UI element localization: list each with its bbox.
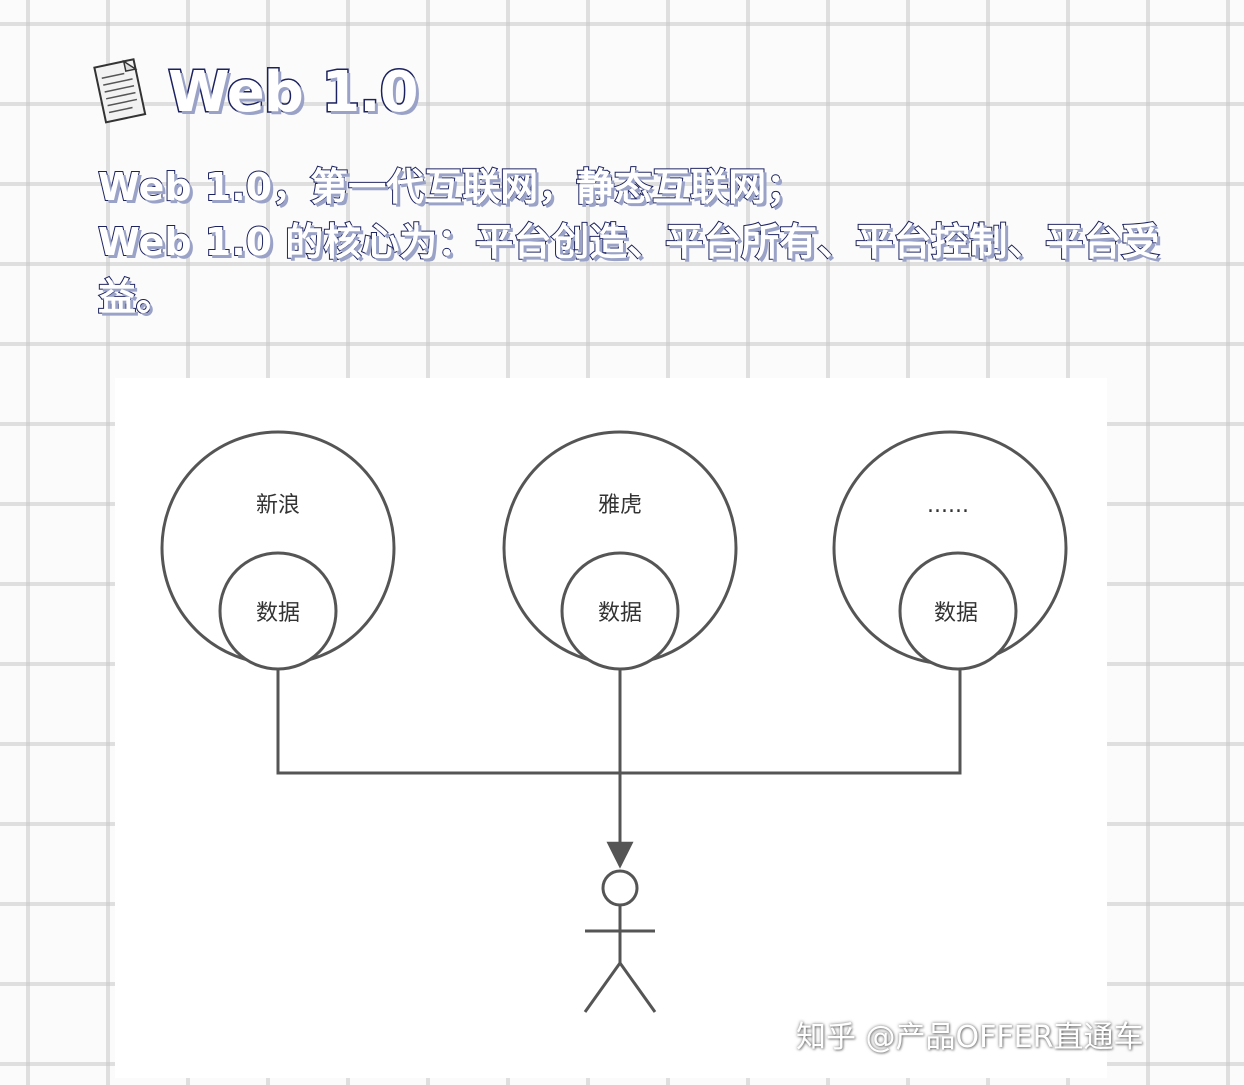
data-label: 数据 (256, 601, 300, 626)
stick-figure-user-icon (583, 869, 657, 1013)
data-circle (898, 551, 1018, 671)
intro-line-2: Web 1.0 的核心为：平台创造、平台所有、平台控制、平台受益。 (97, 219, 1160, 320)
header: Web 1.0 (84, 52, 421, 132)
platform-label: ...... (927, 493, 969, 518)
platform-node: ...... 数据 (832, 430, 1068, 671)
page-title: Web 1.0 (167, 58, 421, 126)
platform-node: 雅虎 数据 (502, 430, 738, 671)
data-label: 数据 (934, 601, 978, 626)
document-icon (93, 58, 147, 124)
web1-diagram: 新浪 数据 雅虎 数据 ...... 数据 (160, 430, 1068, 1013)
platform-node: 新浪 数据 (160, 430, 396, 671)
platform-label: 雅虎 (598, 493, 642, 518)
platform-label: 新浪 (256, 493, 300, 518)
data-label: 数据 (598, 601, 642, 626)
watermark: 知乎 @产品OFFER直通车 (796, 1020, 1144, 1055)
intro-text: Web 1.0，第一代互联网，静态互联网； Web 1.0 的核心为：平台创造、… (97, 160, 1178, 325)
intro-line-1: Web 1.0，第一代互联网，静态互联网； (97, 164, 805, 210)
diagram-panel: 新浪 数据 雅虎 数据 ...... 数据 (115, 378, 1107, 1078)
